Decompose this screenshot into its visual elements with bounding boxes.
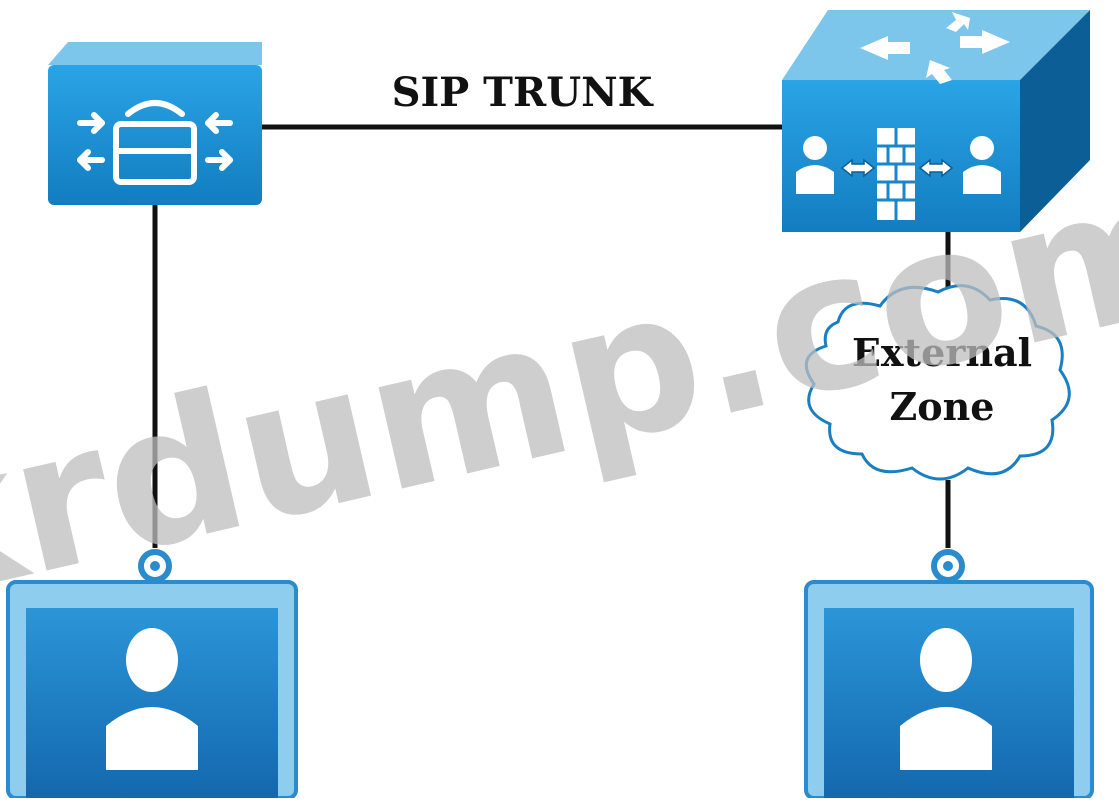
device-front-face <box>48 65 262 205</box>
user-right-icon <box>963 136 1001 194</box>
external-zone-cloud: External Zone <box>804 284 1071 481</box>
call-manager-device <box>48 42 262 205</box>
cloud-label-line2: Zone <box>890 384 995 429</box>
bidirectional-arrow-icon <box>840 158 954 178</box>
user-left-icon <box>796 136 834 194</box>
call-routing-icon <box>77 100 233 185</box>
cloud-label-line1: External <box>852 330 1032 375</box>
sip-trunk-label: SIP TRUNK <box>392 69 654 116</box>
left-video-endpoint <box>6 549 298 800</box>
device-top-face <box>782 10 1090 80</box>
firewall-icon <box>877 128 915 220</box>
expressway-device <box>782 10 1090 232</box>
connection-lines <box>152 124 951 548</box>
cloud-shape <box>804 284 1071 481</box>
routing-arrows-icon <box>860 12 1010 84</box>
person-icon <box>900 628 992 770</box>
right-video-endpoint <box>804 549 1094 800</box>
device-side-face <box>1020 10 1090 232</box>
person-icon <box>106 628 198 770</box>
device-top-face <box>48 42 262 65</box>
